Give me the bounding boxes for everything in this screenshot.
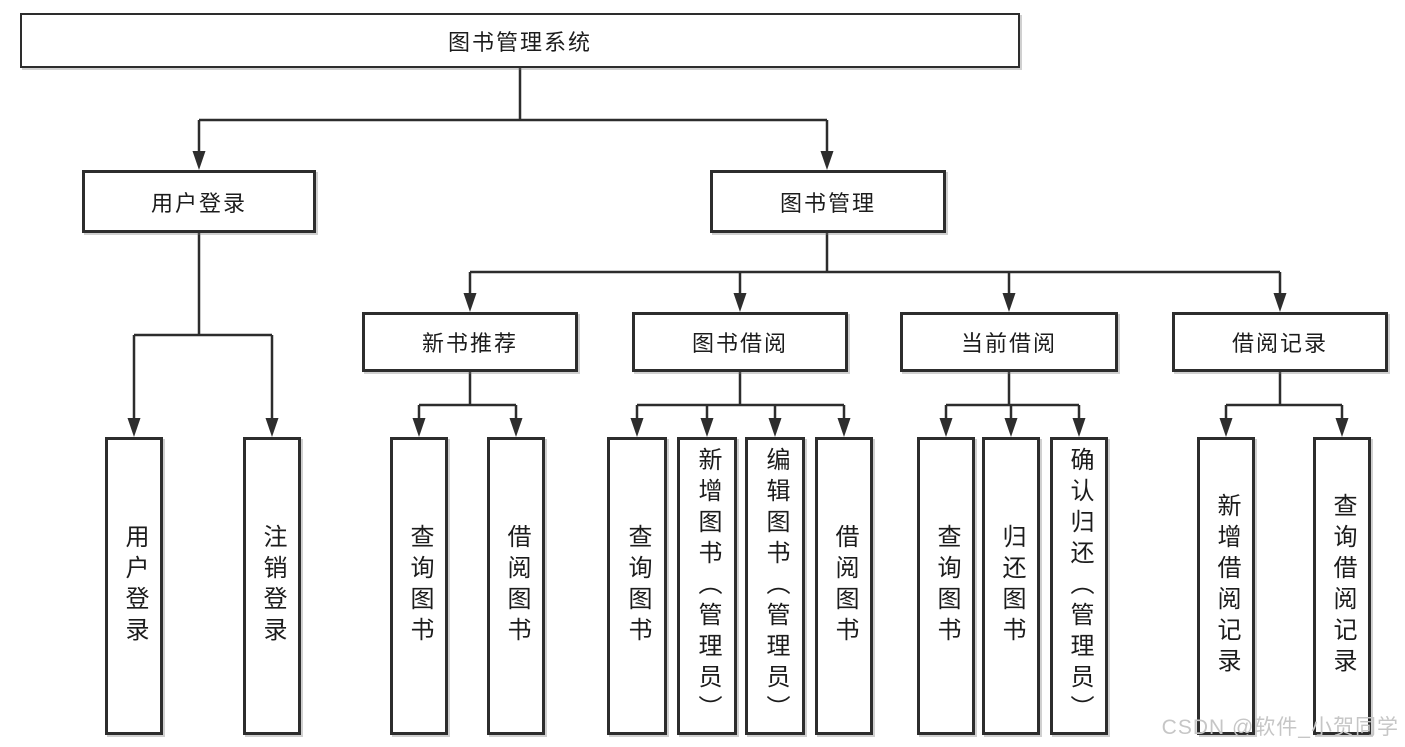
node-book-borrowing: 图书借阅 [632,312,848,372]
node-library-system: 图书管理系统 [20,13,1020,68]
leaf-return-books: 归还图书 [982,437,1040,735]
leaf-edit-books-admin: 编辑图书（管理员） [745,437,805,735]
leaf-logout: 注销登录 [243,437,301,735]
node-book-management: 图书管理 [710,170,946,233]
leaf-query-borrow-record: 查询借阅记录 [1313,437,1371,735]
leaf-borrow-books: 借阅图书 [815,437,873,735]
leaf-query-books: 查询图书 [390,437,448,735]
leaf-borrow-books: 借阅图书 [487,437,545,735]
leaf-add-borrow-record: 新增借阅记录 [1197,437,1255,735]
node-user-login: 用户登录 [82,170,316,233]
leaf-add-books-admin: 新增图书（管理员） [677,437,737,735]
csdn-watermark: CSDN @软件_小贺同学 [1161,716,1399,739]
leaf-confirm-return-admin: 确认归还（管理员） [1050,437,1108,735]
node-new-book-recommend: 新书推荐 [362,312,578,372]
leaf-user-login: 用户登录 [105,437,163,735]
arrowhead-icons [127,151,1349,437]
leaf-query-books: 查询图书 [607,437,667,735]
node-borrow-records: 借阅记录 [1172,312,1388,372]
leaf-query-books: 查询图书 [917,437,975,735]
node-current-borrowing: 当前借阅 [900,312,1118,372]
